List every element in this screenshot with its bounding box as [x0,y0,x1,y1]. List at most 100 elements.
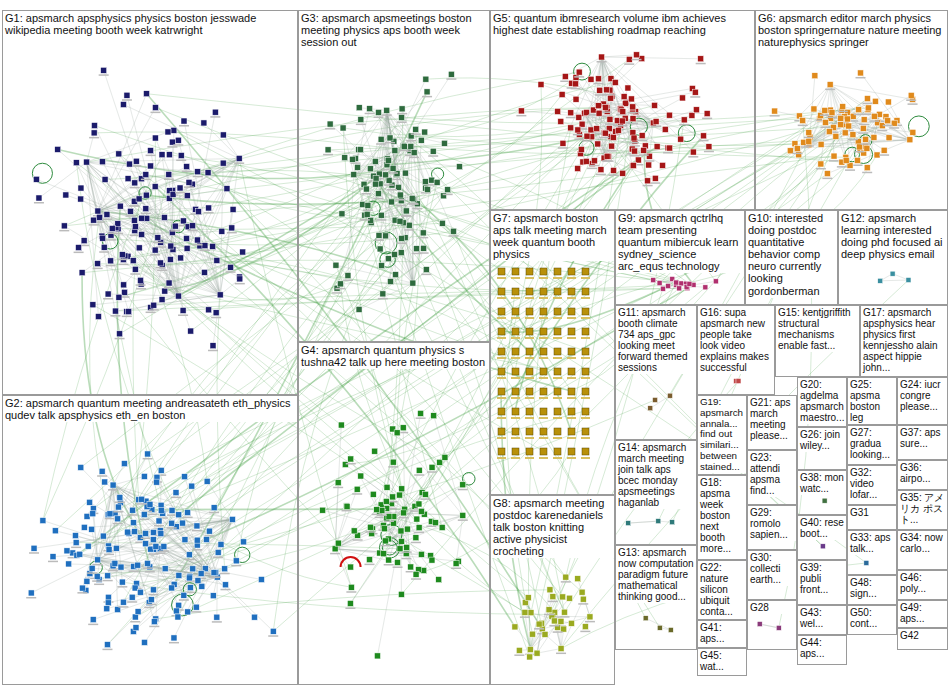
vertex-tag [525,297,534,299]
edge-line [170,158,240,190]
edge-line [381,139,417,204]
edge-line [133,510,218,577]
edge-line [335,523,393,549]
vertex-icon [375,191,381,197]
vertex-icon [214,257,220,263]
edge-line [809,118,841,145]
vertex-icon [148,163,154,169]
vertex-icon [376,109,382,115]
vertex-tag [110,315,120,317]
vertex-icon [840,104,846,110]
edge-line [402,238,646,618]
vertex-tag [539,397,548,399]
vertex-icon [105,594,111,600]
edge-line [116,228,178,296]
vertex-icon [194,237,200,243]
vertex-icon [856,107,862,113]
vertex-icon [646,153,652,159]
vertex-icon [143,192,149,198]
vertex-icon [136,196,142,202]
vertex-icon [182,537,188,543]
vertex-icon [562,74,568,80]
vertex-icon [206,307,212,313]
vertex-tag [149,309,159,311]
vertex-icon [512,448,519,455]
vertex-icon [219,228,225,234]
edge-line [138,519,232,611]
vertex-icon [757,622,762,627]
vertex-icon [380,291,386,297]
vertex-icon [829,110,835,116]
vertex-icon [117,203,123,209]
vertex-tag [397,113,407,115]
vertex-tag [130,187,140,189]
vertex-icon [414,246,420,252]
vertex-tag [374,239,384,241]
edge-line [144,138,634,515]
vertex-tag [176,160,186,162]
vertex-tag [395,199,405,201]
edge-line [359,108,387,111]
vertex-icon [429,177,435,183]
vertex-tag [825,89,835,91]
vertex-icon [582,428,589,435]
edge-line [401,485,463,531]
vertex-tag [853,164,863,166]
vertex-icon [101,67,107,73]
vertex-tag [525,377,534,379]
vertex-tag [396,205,406,207]
vertex-tag [877,130,887,132]
vertex-icon [116,151,122,157]
vertex-icon [122,289,128,295]
vertex-icon [401,144,407,150]
edge-line [537,590,550,653]
edge-line [94,126,178,296]
edge-line [113,476,144,485]
vertex-icon [881,147,887,153]
vertex-icon [657,281,662,286]
vertex-icon [131,520,137,526]
edge-line [603,88,692,104]
vertex-icon [579,121,585,127]
vertex-icon [679,281,684,286]
vertex-tag [567,317,576,319]
vertex-tag [404,229,414,231]
vertex-icon [679,95,685,101]
vertex-icon [604,153,610,159]
edge-line [114,519,232,564]
vertex-tag [188,230,198,232]
vertex-icon [222,582,228,588]
vertex-tag [553,337,562,339]
vertex-tag [602,160,612,162]
vertex-tag [511,397,520,399]
edge-line [87,162,103,238]
vertex-tag [602,94,612,96]
edge-line [405,413,421,509]
vertex-icon [512,428,519,435]
edge-line [178,212,198,296]
edge-line [178,188,180,296]
vertex-tag [581,337,590,339]
vertex-icon [325,147,331,153]
vertex-tag [497,377,506,379]
vertex-icon [186,575,192,581]
vertex-tag [906,99,916,101]
vertex-icon [206,205,212,211]
vertex-tag [511,437,520,439]
edge-line [169,174,172,232]
vertex-tag [93,268,103,270]
vertex-icon [100,235,106,241]
vertex-icon [210,593,216,599]
vertex-icon [398,198,404,204]
vertex-tag [211,317,221,319]
vertex-icon [568,110,574,116]
vertex-icon [181,118,187,124]
edge-line [387,110,448,189]
vertex-icon [119,579,125,585]
vertex-tag [511,317,520,319]
vertex-tag [74,252,84,254]
vertex-icon [169,139,175,145]
vertex-icon [568,125,574,131]
vertex-icon [91,123,97,129]
vertex-tag [497,417,506,419]
